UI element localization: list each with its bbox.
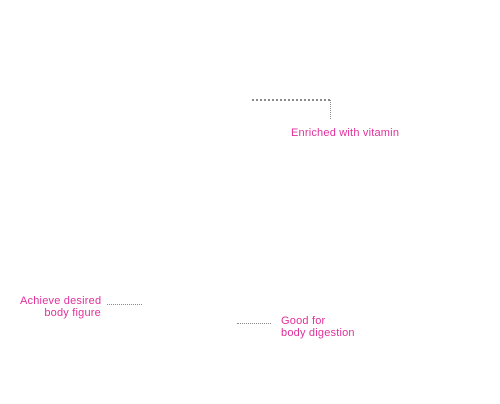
callout-figure-line: Achieve desired	[20, 295, 102, 307]
callout-figure-label: Achieve desired body figure	[20, 295, 101, 319]
callout-vitamin-leader-vertical	[330, 100, 331, 119]
callout-vitamin-label: Enriched with vitamin	[291, 127, 399, 139]
callout-vitamin-line: Enriched with vitamin	[291, 127, 400, 139]
callout-digestion-line: Good for	[281, 315, 326, 327]
callout-digestion-line: body digestion	[281, 327, 355, 339]
callout-digestion-leader	[237, 323, 271, 324]
callout-vitamin-leader-horizontal	[252, 99, 330, 101]
callout-digestion-label: Good for body digestion	[281, 315, 355, 339]
callout-figure-line: body figure	[44, 307, 101, 319]
callout-figure-leader	[107, 304, 142, 305]
